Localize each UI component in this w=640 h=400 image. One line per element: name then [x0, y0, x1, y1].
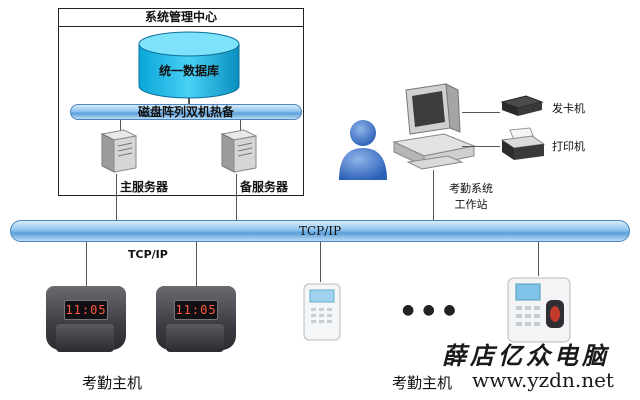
terminal-3-line — [320, 242, 321, 282]
db-connector — [188, 98, 190, 104]
backup-server-label: 备服务器 — [240, 180, 289, 194]
computer-icon — [392, 83, 476, 170]
terminal-1-display: 11:05 — [64, 300, 108, 320]
user-icon — [339, 120, 387, 180]
main-server-connector — [120, 120, 121, 134]
tcpip-bus — [10, 220, 630, 242]
terminal-1-panel — [56, 324, 114, 352]
card-issuer-connector — [462, 112, 500, 113]
attendance-terminal-2: 11:05 — [156, 286, 236, 352]
terminal-group-label-left: 考勤主机 — [82, 374, 143, 392]
system-center-title: 系统管理中心 — [59, 9, 303, 27]
terminal-2-display: 11:05 — [174, 300, 218, 320]
attendance-terminal-1: 11:05 — [46, 286, 126, 352]
more-terminals-ellipsis: ● ● ● — [402, 302, 458, 318]
terminal-2-panel — [166, 324, 224, 352]
terminal-group-label-right: 考勤主机 — [392, 374, 453, 392]
database-icon — [138, 31, 240, 99]
card-reader-terminal-icon — [303, 283, 341, 341]
printer-label: 打印机 — [552, 140, 585, 153]
backup-server-connector — [240, 120, 241, 134]
raid-pipe — [70, 104, 302, 120]
workstation-bus-line — [433, 170, 434, 220]
workstation-label-line1: 考勤系统 — [449, 182, 493, 195]
watermark-url: www.yzdn.net — [472, 368, 614, 392]
raid-label: 磁盘阵列双机热备 — [137, 105, 234, 119]
main-server-bus-line — [116, 174, 117, 220]
printer-connector — [462, 146, 500, 147]
backup-server-bus-line — [236, 174, 237, 220]
main-server-icon — [100, 129, 138, 173]
tcpip-bus-label: TCP/IP — [298, 224, 342, 238]
backup-server-icon — [220, 129, 258, 173]
terminal-1-line — [86, 242, 87, 286]
fingerprint-terminal-icon — [507, 277, 571, 343]
watermark-brand: 薛店亿众电脑 — [442, 341, 610, 370]
terminal-4-line — [538, 242, 539, 276]
card-issuer-label: 发卡机 — [552, 102, 585, 115]
tcpip-sub-label: TCP/IP — [128, 248, 168, 261]
printer-icon — [500, 127, 546, 160]
database-label: 统一数据库 — [158, 64, 219, 78]
main-server-label: 主服务器 — [120, 180, 169, 194]
card-issuer-icon — [500, 95, 544, 116]
workstation-label-line2: 工作站 — [454, 198, 488, 211]
terminal-2-line — [196, 242, 197, 286]
